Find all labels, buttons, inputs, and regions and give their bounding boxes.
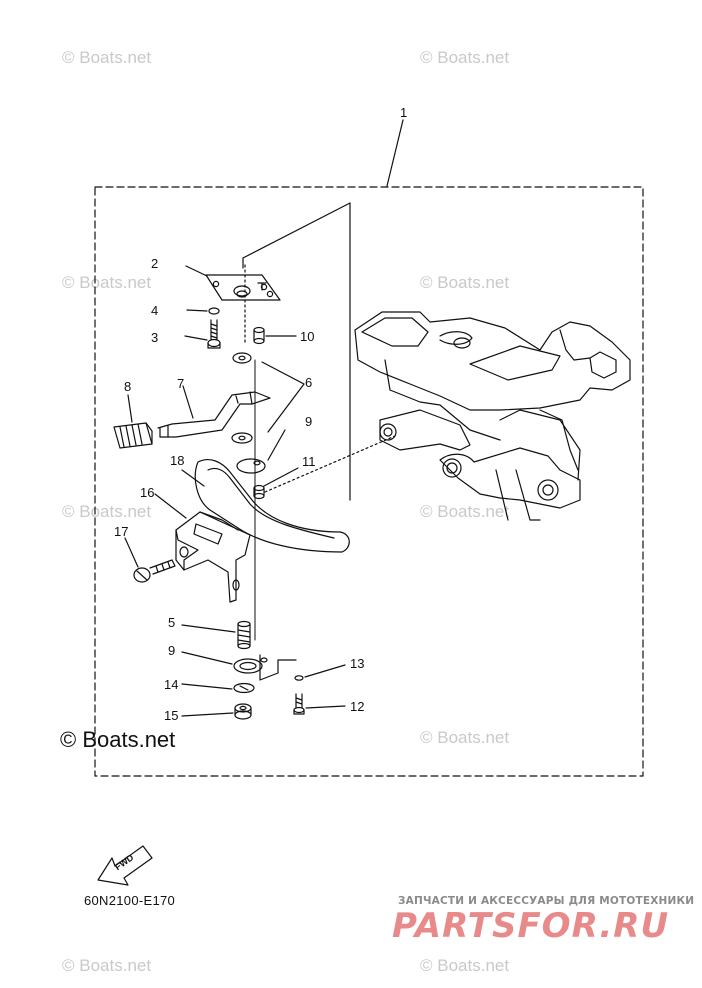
callout-9: 9 [168,643,175,658]
part-3-bolt [207,319,221,349]
callout-7: 7 [177,376,184,391]
callout-9: 9 [305,414,312,429]
part-11-bolt [253,484,265,500]
watermark: © Boats.net [62,956,152,975]
callout-6: 6 [305,375,312,390]
watermark: © Boats.net [62,502,152,521]
part-10-nut [253,326,265,345]
callout-14: 14 [164,677,178,692]
part-17-bolt [133,559,176,583]
callout-2: 2 [151,256,158,271]
callout-4: 4 [151,303,158,318]
part-15-nut [234,703,252,720]
watermark: © Boats.net [62,48,152,67]
callout-16: 16 [140,485,154,500]
watermark: © Boats.net [420,956,510,975]
copyright-text: © Boats.net [60,727,176,752]
callout-18: 18 [170,453,184,468]
callout-8: 8 [124,379,131,394]
watermark: © Boats.net [420,728,510,747]
fwd-arrow-icon [97,845,153,886]
part-12-screw [293,693,305,715]
part-16-bracket [175,511,251,603]
promo-logo: PARTSFOR.RU [392,906,670,946]
callout-11: 11 [302,454,316,469]
part-8-grip [113,422,153,449]
part-1-steering-bracket [354,311,631,521]
watermark: © Boats.net [62,273,152,292]
part-code: 60N2100-E170 [84,893,176,908]
part-2-plate [205,274,281,301]
part-5-pin [237,620,251,650]
assembly-boundary [94,186,644,777]
callout-1: 1 [400,105,407,120]
part-18-pad [194,459,350,553]
fwd-label: FWD [113,852,136,872]
callout-15: 15 [164,708,178,723]
watermark: © Boats.net [420,502,510,521]
callout-17: 17 [114,524,128,539]
callout-12: 12 [350,699,364,714]
watermark: © Boats.net [420,273,510,292]
callout-13: 13 [350,656,364,671]
callout-5: 5 [168,615,175,630]
watermark: © Boats.net [420,48,510,67]
callout-10: 10 [300,329,314,344]
callout-3: 3 [151,330,158,345]
promo-tagline: ЗАПЧАСТИ И АКСЕССУАРЫ ДЛЯ МОТОТЕХНИКИ [398,895,695,907]
part-7-lever [157,391,271,438]
